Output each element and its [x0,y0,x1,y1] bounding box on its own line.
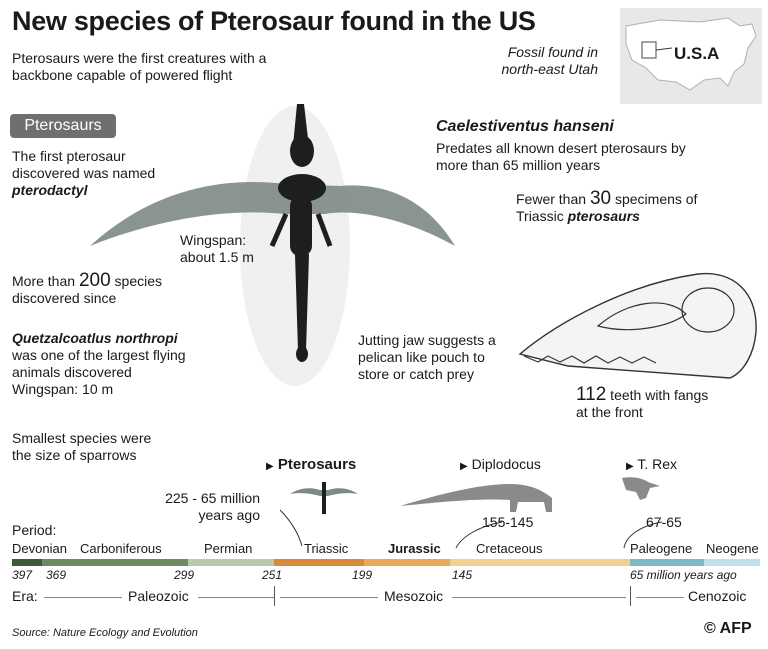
predates-fact: Predates all known desert pterosaurs by … [436,140,686,173]
afp-credit: © AFP [704,620,752,637]
skull-illustration [518,272,757,379]
era-line [636,597,684,598]
period-bar-permian [188,559,274,566]
usa-map [620,8,762,104]
period-bar-jurassic [364,559,450,566]
teeth-text: teeth with fangs at the front [576,387,709,420]
largest-species-fact: Quetzalcoatlus northropi was one of the … [12,330,202,398]
era-divider [630,586,631,606]
smallest-species-fact: Smallest species were the size of sparro… [12,430,152,463]
fewer-count: 30 [589,188,612,209]
tick-251: 251 [262,568,283,582]
source-label: Source: [12,627,50,639]
fewer-prefix: Fewer than [516,191,590,207]
era-line [280,597,378,598]
period-label-paleogene: Paleogene [630,541,693,556]
diplodocus-range: 155-145 [482,514,534,530]
first-pterosaur-name: pterodactyl [12,182,88,198]
timeline-silhouettes [280,477,663,549]
page-title: New species of Pterosaur found in the US [12,6,536,36]
period-bar-triassic [274,559,364,566]
period-bar-carboniferous [42,559,188,566]
first-pterosaur-text: The first pterosaur discovered was named [12,148,156,181]
era-line [44,597,122,598]
period-bar-devonian [12,559,42,566]
pterosaurs-badge: Pterosaurs [10,114,116,138]
jaw-note: Jutting jaw suggests a pelican like pouc… [358,332,496,382]
species-count-prefix: More than [12,273,79,289]
tick-65: 65 million years ago [630,568,737,582]
largest-species-text: was one of the largest flying animals di… [12,347,186,380]
period-bar-paleogene [630,559,704,566]
era-heading: Era: [12,588,38,604]
period-label-permian: Permian [204,541,253,556]
source-note: Source: Nature Ecology and Evolution [12,627,198,639]
triangle-icon: ▶ [626,461,634,472]
pterosaurs-range: 225 - 65 million years ago [165,490,260,523]
subtitle: Pterosaurs were the first creatures with… [12,50,267,83]
fewer-name: pterosaurs [567,208,640,224]
period-label-neogene: Neogene [706,541,759,556]
timeline-animal-name: Pterosaurs [277,456,357,473]
period-label-cretaceous: Cretaceous [476,541,543,556]
period-label-carboniferous: Carboniferous [80,541,162,556]
largest-species-wingspan: Wingspan: 10 m [12,381,114,397]
period-label-jurassic: Jurassic [388,541,441,556]
period-label-devonian: Devonian [12,541,67,556]
fossil-location-note: Fossil found in north-east Utah [501,44,599,77]
first-pterosaur-fact: The first pterosaur discovered was named… [12,148,162,199]
timeline-animal-trex: ▶ T. Rex [626,456,677,472]
largest-species-name: Quetzalcoatlus northropi [12,330,178,346]
teeth-fact: 112 teeth with fangs at the front [576,384,716,421]
period-bar-cretaceous [450,559,630,566]
fewer-specimens-fact: Fewer than 30 specimens of Triassic pter… [516,188,736,225]
species-count-suffix: species discovered since [12,273,162,306]
era-paleozoic: Paleozoic [128,588,189,604]
tick-199: 199 [352,568,373,582]
species-count-fact: More than 200 species discovered since [12,270,182,307]
species-count-number: 200 [78,270,111,291]
period-label-triassic: Triassic [304,541,349,556]
era-cenozoic: Cenozoic [688,588,747,604]
fewer-mid: specimens of Triassic [516,191,698,224]
trex-range: 67-65 [646,514,682,530]
wingspan-label: Wingspan: about 1.5 m [180,232,254,265]
timeline-animal-name: T. Rex [637,456,678,472]
triangle-icon: ▶ [460,461,468,472]
triangle-icon: ▶ [266,461,274,472]
period-heading: Period: [12,522,57,538]
timeline-animal-pterosaurs: ▶ Pterosaurs [266,456,356,473]
tick-299: 299 [174,568,195,582]
period-bar-neogene [704,559,760,566]
era-mesozoic: Mesozoic [384,588,444,604]
source-text: Nature Ecology and Evolution [52,627,198,639]
map-country-label: U.S.A [674,44,720,63]
tick-145: 145 [452,568,473,582]
tick-397: 397 [12,568,33,582]
era-line [198,597,274,598]
era-divider [274,586,275,606]
timeline-animal-name: Diplodocus [471,456,541,472]
pterosaur-illustration [90,104,455,386]
timeline-animal-diplodocus: ▶ Diplodocus [460,456,541,472]
new-species-name: Caelestiventus hanseni [436,118,614,135]
teeth-count: 112 [576,384,607,405]
tick-369: 369 [46,568,67,582]
era-line [452,597,626,598]
